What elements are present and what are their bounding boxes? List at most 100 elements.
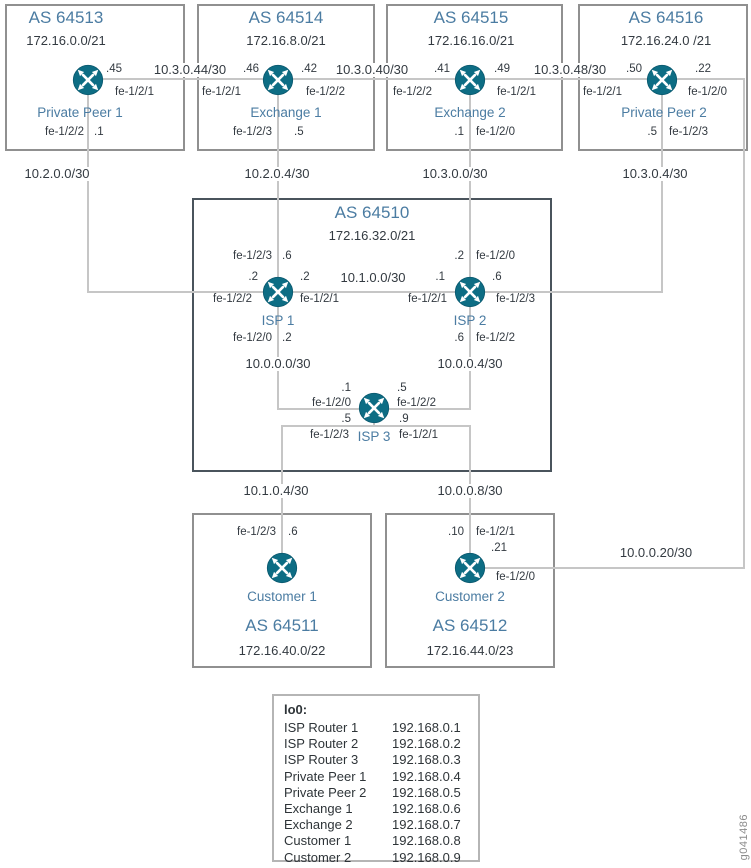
link-isp1-isp3 (277, 408, 375, 410)
ex2-as-label: AS 64515 (433, 8, 509, 27)
ex2-left-if: fe-1/2/2 (393, 86, 432, 98)
link-pp1-isp1 (87, 291, 279, 293)
isp1-top-if: fe-1/2/3 (233, 250, 272, 262)
isp2-top-addr: .2 (454, 250, 464, 262)
ex2-name: Exchange 2 (434, 105, 506, 120)
loopback-row: ISP Router 1 192.168.0.1 (284, 720, 478, 736)
link-ex1-down (277, 79, 279, 293)
pp2-bottom-if: fe-1/2/3 (669, 126, 708, 138)
ex2-left-addr: .41 (434, 63, 450, 75)
pp1-name: Private Peer 1 (37, 105, 123, 120)
link-label-ex2-isp2: 10.3.0.0/30 (419, 167, 491, 181)
loopback-ip: 192.168.0.2 (392, 736, 461, 752)
isp1-name: ISP 1 (261, 313, 295, 328)
isp3-ne-addr: .5 (397, 382, 407, 394)
link-label-pp2-isp2: 10.3.0.4/30 (619, 167, 691, 181)
c1-top-if: fe-1/2/3 (237, 526, 276, 538)
c2-right-addr: .21 (491, 542, 507, 554)
c2-top-if: fe-1/2/1 (476, 526, 515, 538)
loopback-row: Private Peer 1 192.168.0.4 (284, 769, 478, 785)
pp2-right-addr: .22 (695, 63, 711, 75)
isp3-se-if: fe-1/2/1 (399, 429, 438, 441)
as-box-private-peer-1 (5, 4, 185, 151)
link-label-isp1-isp2: 10.1.0.0/30 (337, 271, 409, 285)
isp1-top-addr: .6 (282, 250, 292, 262)
loopback-row: Exchange 1 192.168.0.6 (284, 801, 478, 817)
loopback-ip: 192.168.0.9 (392, 849, 461, 865)
link-label-pp2-c2: 10.0.0.20/30 (616, 546, 696, 560)
pp1-right-addr: .45 (106, 63, 122, 75)
ex2-right-if: fe-1/2/1 (497, 86, 536, 98)
loopback-row: Customer 1 192.168.0.8 (284, 833, 478, 849)
loopback-name: Exchange 2 (284, 817, 353, 833)
loopback-name: Private Peer 2 (284, 784, 367, 800)
ex1-name: Exchange 1 (250, 105, 322, 120)
c2-top-addr: .10 (448, 526, 464, 538)
router-icon-exchange-1 (262, 64, 294, 96)
link-top-backbone (88, 78, 664, 80)
loopback-title: lo0: (284, 702, 308, 717)
pp1-bottom-addr: .1 (94, 126, 104, 138)
link-pp2-down (661, 79, 663, 293)
ex1-left-if: fe-1/2/1 (202, 86, 241, 98)
isp3-se-addr: .9 (399, 413, 409, 425)
loopback-ip: 192.168.0.6 (392, 801, 461, 817)
pp2-left-addr: .50 (626, 63, 642, 75)
link-pp2-isp2 (470, 291, 663, 293)
as-box-exchange-2 (386, 4, 563, 151)
link-label-isp3-c1: 10.1.0.4/30 (240, 484, 312, 498)
loopback-name: Customer 2 (284, 849, 352, 865)
link-label-pp1-ex1: 10.3.0.44/30 (150, 63, 230, 77)
core-subnet: 172.16.32.0/21 (328, 228, 416, 243)
isp1-left-if: fe-1/2/2 (213, 293, 252, 305)
loopback-table: lo0: ISP Router 1 192.168.0.1 ISP Router… (272, 694, 480, 865)
isp2-name: ISP 2 (453, 313, 487, 328)
link-pp1-down (87, 79, 89, 293)
c2-right-if: fe-1/2/0 (496, 571, 535, 583)
router-icon-isp-1 (262, 276, 294, 308)
figure-id-watermark: g041486 (738, 813, 750, 860)
link-isp2-down (469, 292, 471, 410)
loopback-row: ISP Router 3 192.168.0.3 (284, 752, 478, 768)
ex1-left-addr: .46 (243, 63, 259, 75)
pp2-subnet: 172.16.24.0 /21 (620, 33, 712, 48)
isp1-right-addr: .2 (300, 271, 310, 283)
pp2-right-if: fe-1/2/0 (688, 86, 727, 98)
link-isp1-isp2 (278, 291, 470, 293)
ex1-bottom-addr: .5 (294, 126, 304, 138)
isp3-sw-addr: .5 (341, 413, 351, 425)
isp2-top-if: fe-1/2/0 (476, 250, 515, 262)
isp2-right-if: fe-1/2/3 (496, 293, 535, 305)
loopback-ip: 192.168.0.5 (392, 784, 461, 800)
loopback-ip: 192.168.0.4 (392, 768, 461, 784)
ex1-subnet: 172.16.8.0/21 (246, 33, 326, 48)
link-pp2-right (662, 78, 745, 80)
router-icon-isp-2 (454, 276, 486, 308)
isp2-right-addr: .6 (492, 271, 502, 283)
isp1-bottom-if: fe-1/2/0 (233, 332, 272, 344)
loopback-name: Private Peer 1 (284, 768, 367, 784)
link-label-pp1-isp1: 10.2.0.0/30 (21, 167, 93, 181)
link-isp3-se (373, 425, 471, 427)
as-box-private-peer-2 (578, 4, 748, 151)
ex2-bottom-addr: .1 (454, 126, 464, 138)
core-as-label: AS 64510 (334, 203, 410, 222)
isp2-left-if: fe-1/2/1 (408, 293, 447, 305)
loopback-row: Customer 2 192.168.0.9 (284, 850, 478, 866)
loopback-row: Private Peer 2 192.168.0.5 (284, 785, 478, 801)
loopback-ip: 192.168.0.1 (392, 720, 461, 735)
isp3-nw-if: fe-1/2/0 (312, 397, 351, 409)
link-label-isp3-c2: 10.0.0.8/30 (434, 484, 506, 498)
isp2-bottom-if: fe-1/2/2 (476, 332, 515, 344)
link-ex2-down (469, 79, 471, 293)
ex2-bottom-if: fe-1/2/0 (476, 126, 515, 138)
loopback-ip: 192.168.0.8 (392, 833, 461, 849)
loopback-name: ISP Router 1 (284, 720, 359, 735)
isp2-bottom-addr: .6 (454, 332, 464, 344)
isp3-name: ISP 3 (357, 429, 391, 444)
c2-name: Customer 2 (435, 589, 505, 604)
ex1-right-if: fe-1/2/2 (306, 86, 345, 98)
c1-name: Customer 1 (247, 589, 317, 604)
ex1-as-label: AS 64514 (248, 8, 324, 27)
